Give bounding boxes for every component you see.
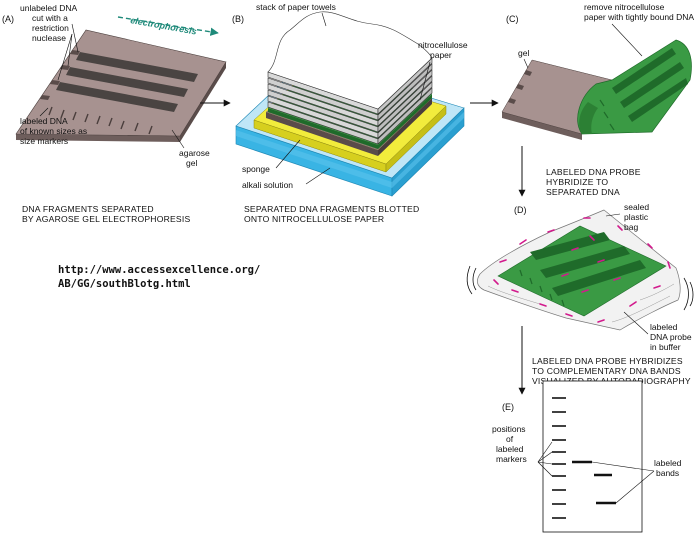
positions-label-1: positions	[492, 424, 526, 434]
bagged-nitrocellulose	[497, 225, 667, 317]
labeled-probe-dashes	[493, 217, 671, 323]
dna-smear-lanes	[56, 52, 198, 112]
unlabeled-dna-label-1: unlabeled DNA	[20, 3, 78, 13]
panel-e-letter: (E)	[502, 402, 514, 412]
unlabeled-dna-pointers	[57, 23, 79, 81]
remove-label-2: paper with tightly bound DNA	[584, 12, 694, 22]
step-d-label-2: TO COMPLEMENTARY DNA BANDS	[532, 366, 681, 376]
panel-b-caption-2: ONTO NITROCELLULOSE PAPER	[244, 214, 384, 224]
source-url-line-2: AB/GG/southBlotg.html	[58, 278, 191, 290]
bag-wrinkles	[487, 283, 675, 323]
nitro-label-2: paper	[430, 50, 452, 60]
gel-wells	[40, 50, 80, 100]
agarose-label-1: agarose	[179, 148, 210, 158]
unlabeled-dna-label-4: nuclease	[32, 33, 66, 43]
agarose-label-2: gel	[186, 158, 197, 168]
towels-label: stack of paper towels	[256, 2, 336, 12]
towels-pointer	[321, 12, 327, 27]
bag-label-1: sealed	[624, 202, 649, 212]
bands-label-1: labeled	[654, 458, 682, 468]
step-c-label-1: LABELED DNA PROBE	[546, 167, 641, 177]
panel-d: (D)	[466, 202, 694, 352]
probe-pointer	[623, 311, 649, 335]
bands-label-2: bands	[656, 468, 679, 478]
positions-pointers	[537, 441, 553, 477]
panel-d-letter: (D)	[514, 205, 527, 215]
sponge-label: sponge	[242, 164, 270, 174]
labeled-bands	[572, 460, 616, 505]
markers-label-1: labeled DNA	[20, 116, 68, 126]
paper-towel-stack	[267, 11, 433, 145]
positions-label-3: labeled	[496, 444, 524, 454]
panel-e: (E) positions	[492, 380, 682, 533]
autoradiograph-film	[542, 380, 643, 533]
probe-label-3: in buffer	[650, 342, 681, 352]
electrophoresis-label: electrophoresis	[130, 15, 198, 36]
markers-label-2: of known sizes as	[20, 126, 87, 136]
probe-label-1: labeled	[650, 322, 678, 332]
panel-a-caption-2: BY AGAROSE GEL ELECTROPHORESIS	[22, 214, 190, 224]
remove-pointer	[611, 23, 643, 57]
step-c-label-3: SEPARATED DNA	[546, 187, 620, 197]
bag-label-2: plastic	[624, 212, 649, 222]
nitro-label-1: nitrocellulose	[418, 40, 468, 50]
peeled-nitrocellulose	[577, 39, 692, 135]
panel-b-letter: (B)	[232, 14, 244, 24]
step-c-label-2: HYBRIDIZE TO	[546, 177, 608, 187]
bag-pointer	[605, 213, 621, 217]
sponge-pointer	[275, 139, 301, 169]
panel-a: (A)	[2, 3, 227, 224]
electrophoresis-arrow	[117, 16, 219, 36]
panel-c-gel-label: gel	[518, 48, 529, 58]
step-d-label-1: LABELED DNA PROBE HYBRIDIZES	[532, 356, 683, 366]
remove-label-1: remove nitrocellulose	[584, 2, 665, 12]
size-marker-lane	[48, 106, 153, 135]
panel-b: (B)	[232, 2, 468, 224]
unlabeled-dna-label-2: cut with a	[32, 13, 68, 23]
bands-pointers	[591, 461, 655, 504]
panel-a-caption-1: DNA FRAGMENTS SEPARATED	[22, 204, 154, 214]
probe-label-2: DNA probe	[650, 332, 692, 342]
panel-b-caption-1: SEPARATED DNA FRAGMENTS BLOTTED	[244, 204, 419, 214]
agarose-pointer	[171, 129, 185, 149]
marker-bands	[552, 397, 566, 519]
panel-c: (C) remove ni	[501, 2, 694, 140]
nitro-pointer	[419, 61, 431, 101]
alkali-label: alkali solution	[242, 180, 293, 190]
unlabeled-dna-label-3: restriction	[32, 23, 69, 33]
source-url-line-1: http://www.accessexcellence.org/	[58, 264, 261, 276]
markers-label-3: size markers	[20, 136, 68, 146]
positions-label-2: of	[506, 434, 514, 444]
alkali-pointer	[305, 167, 331, 185]
markers-pointer	[39, 107, 49, 117]
panel-c-letter: (C)	[506, 14, 519, 24]
panel-a-letter: (A)	[2, 14, 14, 24]
bag-label-3: bag	[624, 222, 638, 232]
agitation-lines	[466, 265, 694, 311]
panel-c-gel-pointer	[523, 58, 529, 69]
positions-label-4: markers	[496, 454, 527, 464]
